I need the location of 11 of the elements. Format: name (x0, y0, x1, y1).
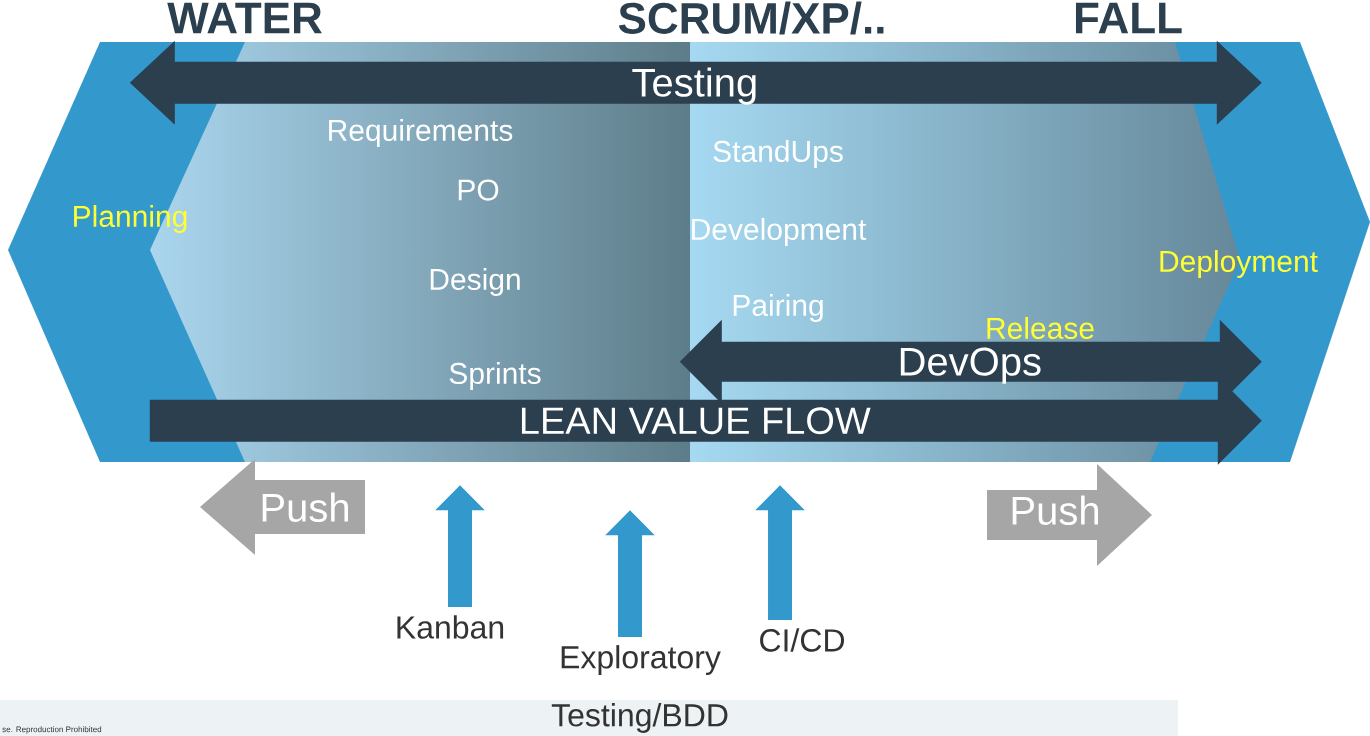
stage-label: PO (458, 179, 499, 201)
method-label: Kanban (397, 615, 504, 639)
stage-label: Pairing (733, 294, 823, 322)
stage-label: Release (987, 317, 1094, 340)
stage-label: Deployment (1160, 250, 1318, 278)
stage-label: Development (692, 218, 867, 246)
method-label: CI/CD (760, 628, 845, 652)
stage-label: StandUps (713, 140, 843, 168)
stage-label: Design (430, 268, 520, 296)
footer-note: se. Reproduction Prohibited (2, 726, 102, 734)
method-label: Exploratory Testing/BDD (551, 645, 728, 733)
